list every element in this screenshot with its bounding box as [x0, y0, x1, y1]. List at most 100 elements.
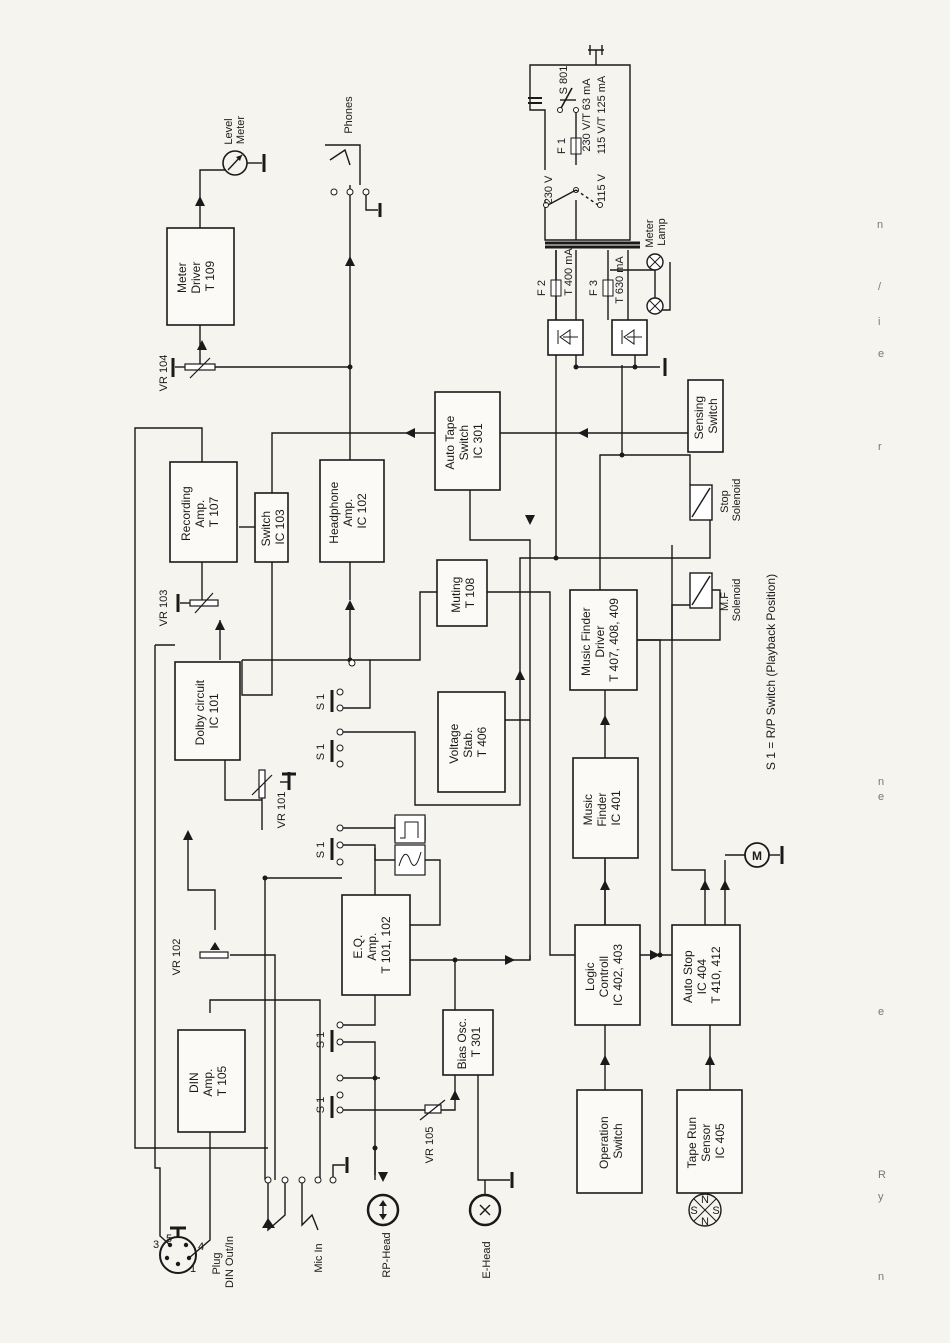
- margin-marks: n / i e r n e e R y n: [877, 219, 886, 1283]
- svg-text:Sensing Switch: Sensing Switch: [692, 393, 720, 440]
- block-voltage-stab: Voltage Stab. T 406: [437, 691, 506, 793]
- svg-text:Switch IC 103: Switch IC 103: [259, 508, 287, 547]
- stop-solenoid-icon: [689, 484, 713, 521]
- vr102-label: VR 102: [171, 939, 183, 976]
- f2-rating: T 400 mA: [563, 248, 575, 296]
- f1-115-rating: 115 V/T 125 mA: [596, 75, 608, 154]
- transformer-core: [545, 241, 640, 249]
- s1-label-3: S 1: [315, 842, 327, 859]
- svg-text:Bias Osc. T 301: Bias Osc. T 301: [455, 1015, 483, 1070]
- voltage-stab-line1: Voltage: [447, 723, 461, 763]
- auto-stop-line1: Auto Stop: [681, 950, 695, 1003]
- music-finder-line3: IC 401: [609, 790, 623, 826]
- svg-text:Operation Switch: Operation Switch: [597, 1113, 625, 1169]
- magnet-pole-bottom: N: [701, 1216, 709, 1228]
- music-finder-driver-line2: Driver: [593, 626, 607, 658]
- din-pin-3: 3: [153, 1239, 159, 1251]
- f3-rating: T 630 mA: [614, 256, 626, 304]
- svg-text:e: e: [878, 348, 884, 360]
- svg-text:Recording Amp. T 1: Recording Amp. T 107: [179, 483, 221, 541]
- svg-text:n: n: [878, 1271, 884, 1283]
- magnet-pole-top: N: [701, 1194, 709, 1206]
- music-finder-driver-line3: T 407, 408, 409: [607, 598, 621, 682]
- rp-head-label: RP-Head: [381, 1232, 393, 1277]
- motor-icon: M: [725, 842, 784, 868]
- f1-label: F 1: [556, 138, 568, 154]
- block-music-finder-driver: Music Finder Driver T 407, 408, 409: [569, 589, 638, 691]
- mf-solenoid-icon: [672, 572, 721, 641]
- magnet-pole-left: S: [690, 1205, 697, 1217]
- power-supply: [528, 45, 667, 376]
- rp-head-icon: [366, 1172, 400, 1227]
- auto-tape-switch-line2: Switch: [457, 425, 471, 460]
- vr101-label: VR 101: [276, 792, 288, 829]
- svg-text:n: n: [878, 776, 884, 788]
- svg-text:E.Q. Amp. T 101, 1: E.Q. Amp. T 101, 102: [351, 916, 393, 973]
- mf-solenoid-label: M.F Solenoid: [719, 579, 743, 622]
- svg-text:Headphone Amp. IC: Headphone Amp. IC 102: [327, 478, 369, 543]
- sensing-switch-line2: Switch: [706, 398, 720, 433]
- block-tape-run-sensor: Tape Run Sensor IC 405: [676, 1089, 743, 1194]
- eq-amp-line2: Amp.: [365, 933, 379, 961]
- bias-osc-line2: T 301: [469, 1026, 483, 1057]
- auto-stop-line2: IC 404: [695, 959, 709, 995]
- block-sensing-switch: Sensing Switch: [687, 379, 724, 453]
- muting-line2: T 108: [463, 577, 477, 608]
- din-amp-line2: Amp.: [201, 1069, 215, 1097]
- block-dolby: Dolby circuit IC 101: [174, 661, 241, 761]
- block-muting: Muting T 108: [436, 559, 488, 627]
- block-headphone-amp: Headphone Amp. IC 102: [319, 459, 385, 563]
- sensing-switch-line1: Sensing: [692, 396, 706, 439]
- s1-label-2: S 1: [315, 744, 327, 761]
- svg-text:n: n: [877, 219, 883, 231]
- f3-label: F 3: [588, 280, 600, 296]
- music-finder-line1: Music: [581, 794, 595, 825]
- svg-text:y: y: [878, 1191, 884, 1203]
- motor-label: M: [752, 849, 762, 863]
- meter-driver-line2: Driver: [189, 262, 203, 294]
- stop-solenoid-label: Stop Solenoid: [719, 479, 743, 522]
- block-bias-osc: Bias Osc. T 301: [442, 1009, 494, 1076]
- tape-run-sensor-line2: Sensor: [699, 1124, 713, 1162]
- recording-amp-line3: T 107: [207, 496, 221, 527]
- s801-label: S 801: [558, 66, 570, 95]
- input-terminals: [262, 1157, 349, 1232]
- voltage-stab-line2: Stab.: [461, 730, 475, 758]
- vr104-label: VR 104: [158, 355, 170, 392]
- muting-line1: Muting: [449, 577, 463, 613]
- level-meter-icon: [222, 150, 266, 176]
- block-din-amp: DIN Amp. T 105: [177, 1029, 246, 1133]
- v115-label: 115 V: [596, 173, 608, 202]
- meter-driver-line3: T 109: [203, 260, 217, 291]
- s1-label-1: S 1: [315, 694, 327, 711]
- vr105-label: VR 105: [424, 1127, 436, 1164]
- dolby-line2: IC 101: [207, 693, 221, 729]
- vr105-potentiometer-icon: [419, 1099, 446, 1121]
- auto-tape-switch-line1: Auto Tape: [443, 415, 457, 469]
- svg-text:Auto Tape Switch I: Auto Tape Switch IC 301: [443, 412, 485, 469]
- din-pin-1: 1: [190, 1263, 196, 1275]
- svg-text:Auto Stop IC 404 T: Auto Stop IC 404 T 410, 412: [681, 946, 723, 1003]
- block-auto-tape-switch: Auto Tape Switch IC 301: [434, 391, 501, 491]
- bias-osc-line1: Bias Osc.: [455, 1018, 469, 1069]
- din-amp-line1: DIN: [187, 1072, 201, 1093]
- voltage-stab-line3: T 406: [475, 726, 489, 757]
- signal-arrows: [183, 196, 730, 1100]
- svg-text:i: i: [878, 316, 880, 328]
- operation-switch-line2: Switch: [611, 1123, 625, 1158]
- vr103-potentiometer-icon: [176, 592, 219, 614]
- vr104-potentiometer-icon: [171, 357, 216, 379]
- switch-ic103-line2: IC 103: [273, 509, 287, 545]
- s1-label-5: S 1: [315, 1097, 327, 1114]
- svg-text:DIN Amp. T 105: DIN Amp. T 105: [187, 1065, 229, 1096]
- svg-text:R: R: [878, 1169, 886, 1181]
- eq-amp-line3: T 101, 102: [379, 916, 393, 973]
- block-music-finder: Music Finder IC 401: [572, 757, 639, 859]
- music-finder-line2: Finder: [595, 793, 609, 827]
- plug-din-label: Plug DIN Out/In: [211, 1236, 236, 1288]
- magnet-pole-right: S: [712, 1205, 719, 1217]
- din-amp-line3: T 105: [215, 1065, 229, 1096]
- din-plug-icon: [159, 1210, 211, 1274]
- svg-text:Meter Driver T 109: Meter Driver T 109: [175, 258, 217, 293]
